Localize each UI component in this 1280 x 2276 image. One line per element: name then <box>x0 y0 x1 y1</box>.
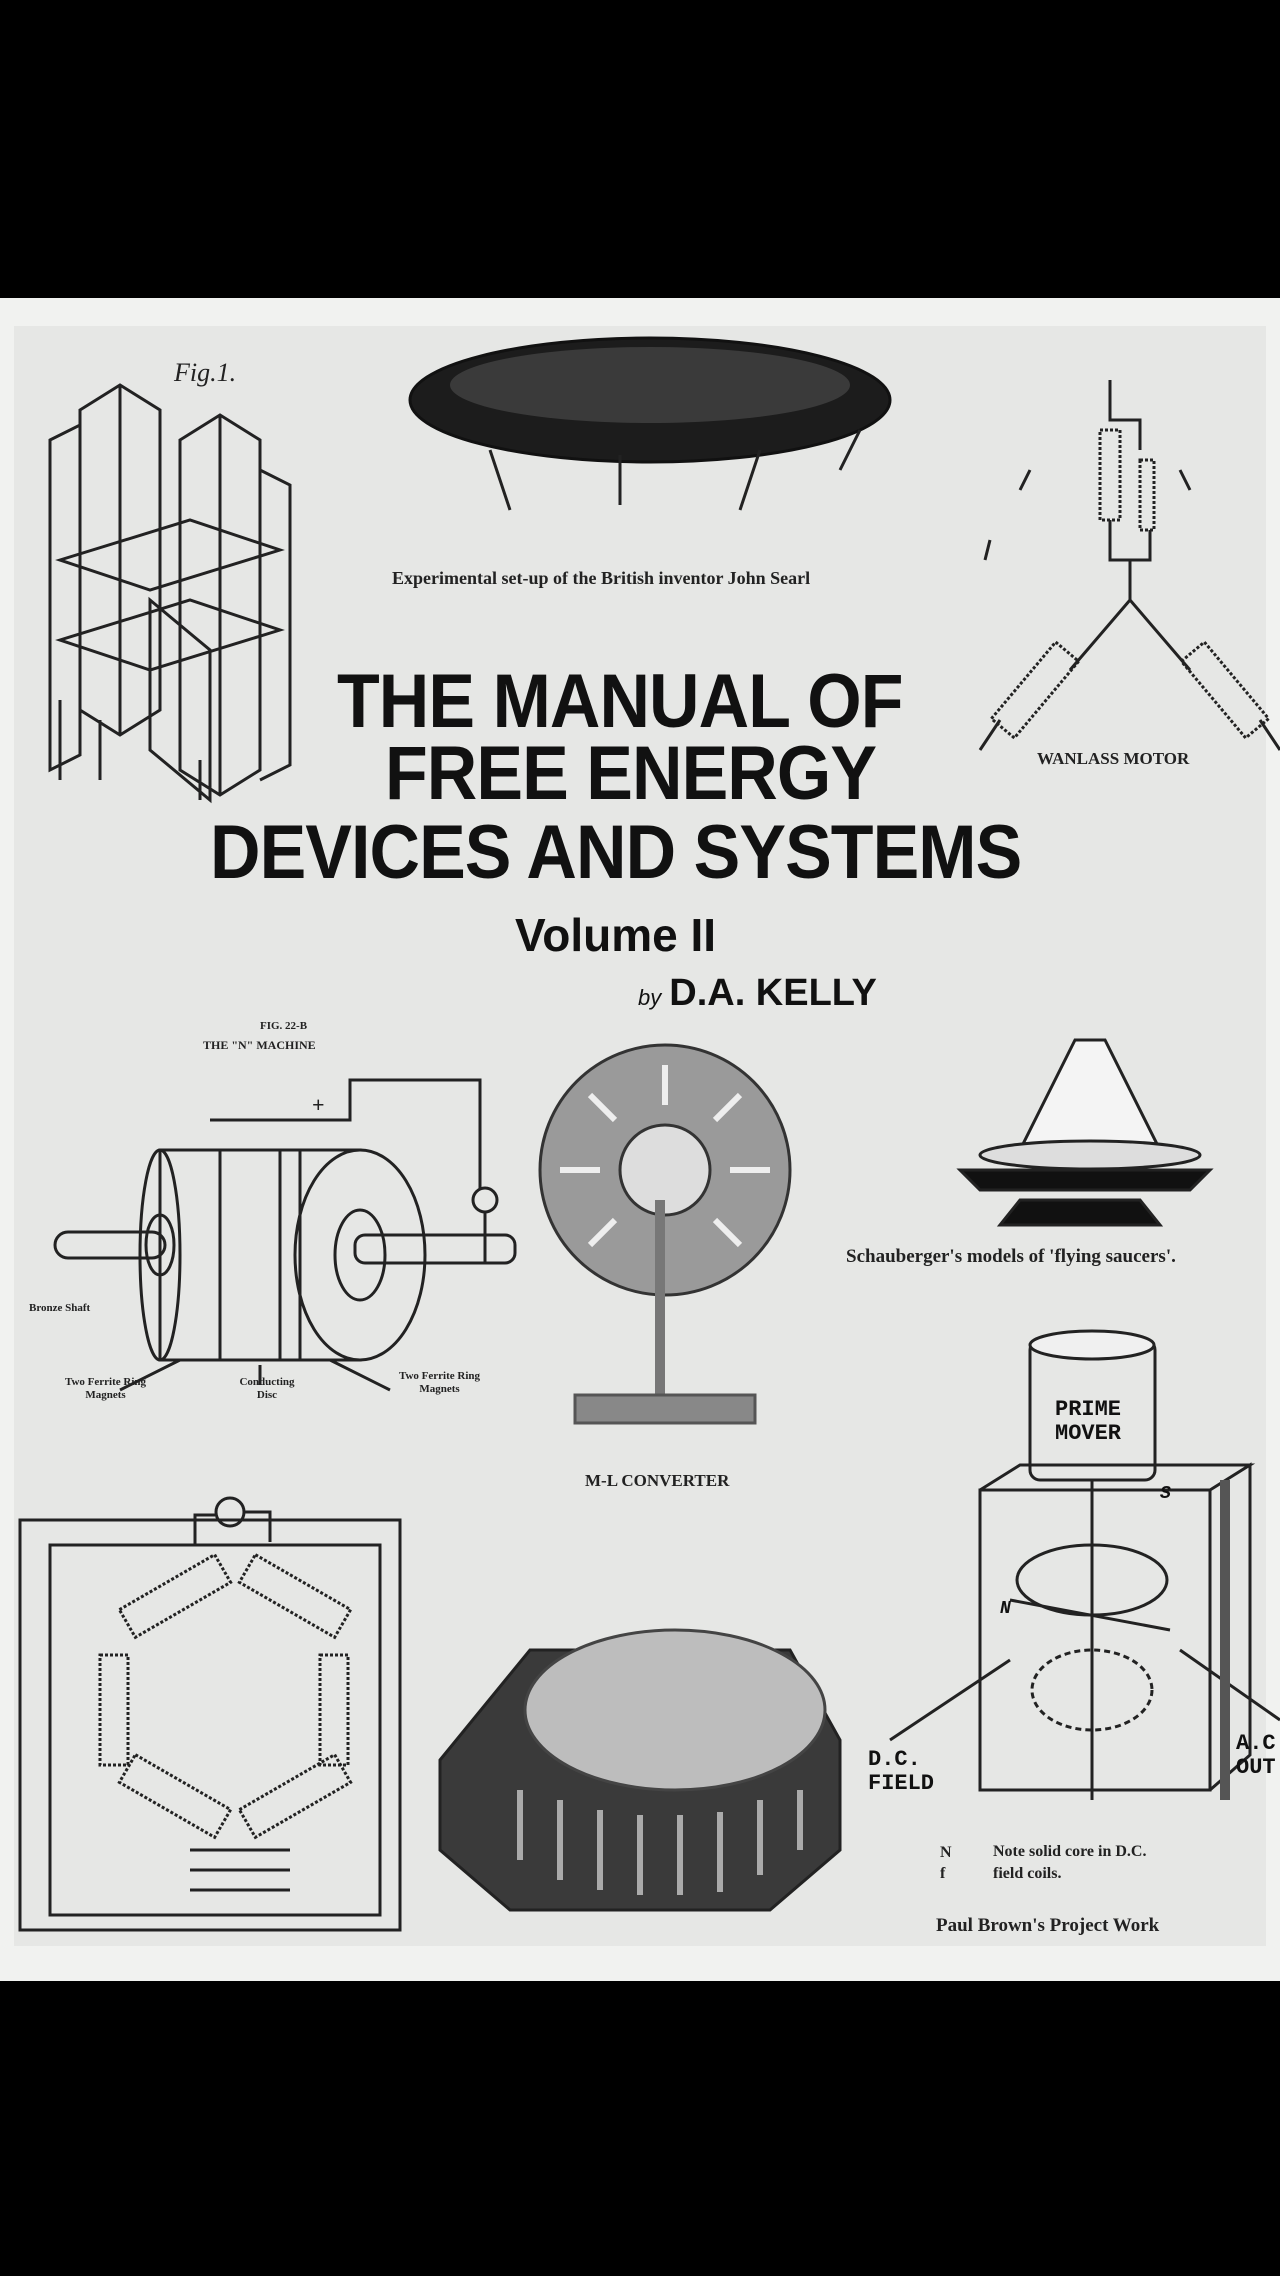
note-line-1: Note solid core in D.C. <box>993 1843 1147 1860</box>
conducting-disc-label: Conducting Disc <box>239 1376 295 1402</box>
note-line-2: field coils. <box>993 1865 1062 1882</box>
title-line-1: THE MANUAL OF <box>337 659 903 744</box>
pole-n-label: N <box>1000 1599 1011 1619</box>
n-machine-caption: THE "N" MACHINE <box>203 1038 316 1052</box>
ml-converter-caption: M-L CONVERTER <box>585 1471 730 1490</box>
searl-caption: Experimental set-up of the British inven… <box>392 568 811 588</box>
wanlass-motor-diagram <box>978 380 1280 751</box>
author-name: D.A. KELLY <box>669 972 877 1014</box>
fig-number: FIG. 22-B <box>260 1020 308 1032</box>
gear-device-photo <box>438 1628 842 1912</box>
paul-brown-caption: Paul Brown's Project Work <box>936 1915 1160 1936</box>
searl-saucer-photo <box>408 336 892 511</box>
volume-label: Volume II <box>515 909 717 961</box>
schauberger-caption: Schauberger's models of 'flying saucers'… <box>846 1246 1176 1267</box>
prime-mover-label: PRIME MOVER <box>1055 1397 1122 1447</box>
bronze-shaft-label: Bronze Shaft <box>29 1302 91 1314</box>
title-line-2: FREE ENERGY <box>385 731 877 816</box>
left-magnets-label: Two Ferrite Ring Magnets <box>64 1376 147 1402</box>
pole-s-label: S <box>1160 1484 1171 1504</box>
ac-out-label: A.C OUT <box>1236 1732 1276 1781</box>
patent-drawing-fig1 <box>48 383 292 804</box>
right-magnets-label: Two Ferrite Ring Magnets <box>398 1370 481 1396</box>
n-machine-drawing <box>53 1078 517 1392</box>
note-marks: N f <box>940 1844 952 1882</box>
ml-converter-photo <box>538 1043 792 1425</box>
fig1-label: Fig.1. <box>174 358 237 387</box>
dc-field-label: D.C. FIELD <box>868 1747 935 1797</box>
title-line-3: DEVICES AND SYSTEMS <box>210 810 1022 895</box>
by-label: by <box>638 985 662 1010</box>
plus-terminal-label: + <box>312 1092 325 1117</box>
schauberger-saucer-photo <box>956 1038 1214 1227</box>
author-line: by D.A. KELLY <box>638 972 877 1015</box>
paul-brown-drawing <box>889 1329 1280 1800</box>
circuit-diagram <box>18 1496 402 1932</box>
wanlass-caption: WANLASS MOTOR <box>1037 749 1190 768</box>
